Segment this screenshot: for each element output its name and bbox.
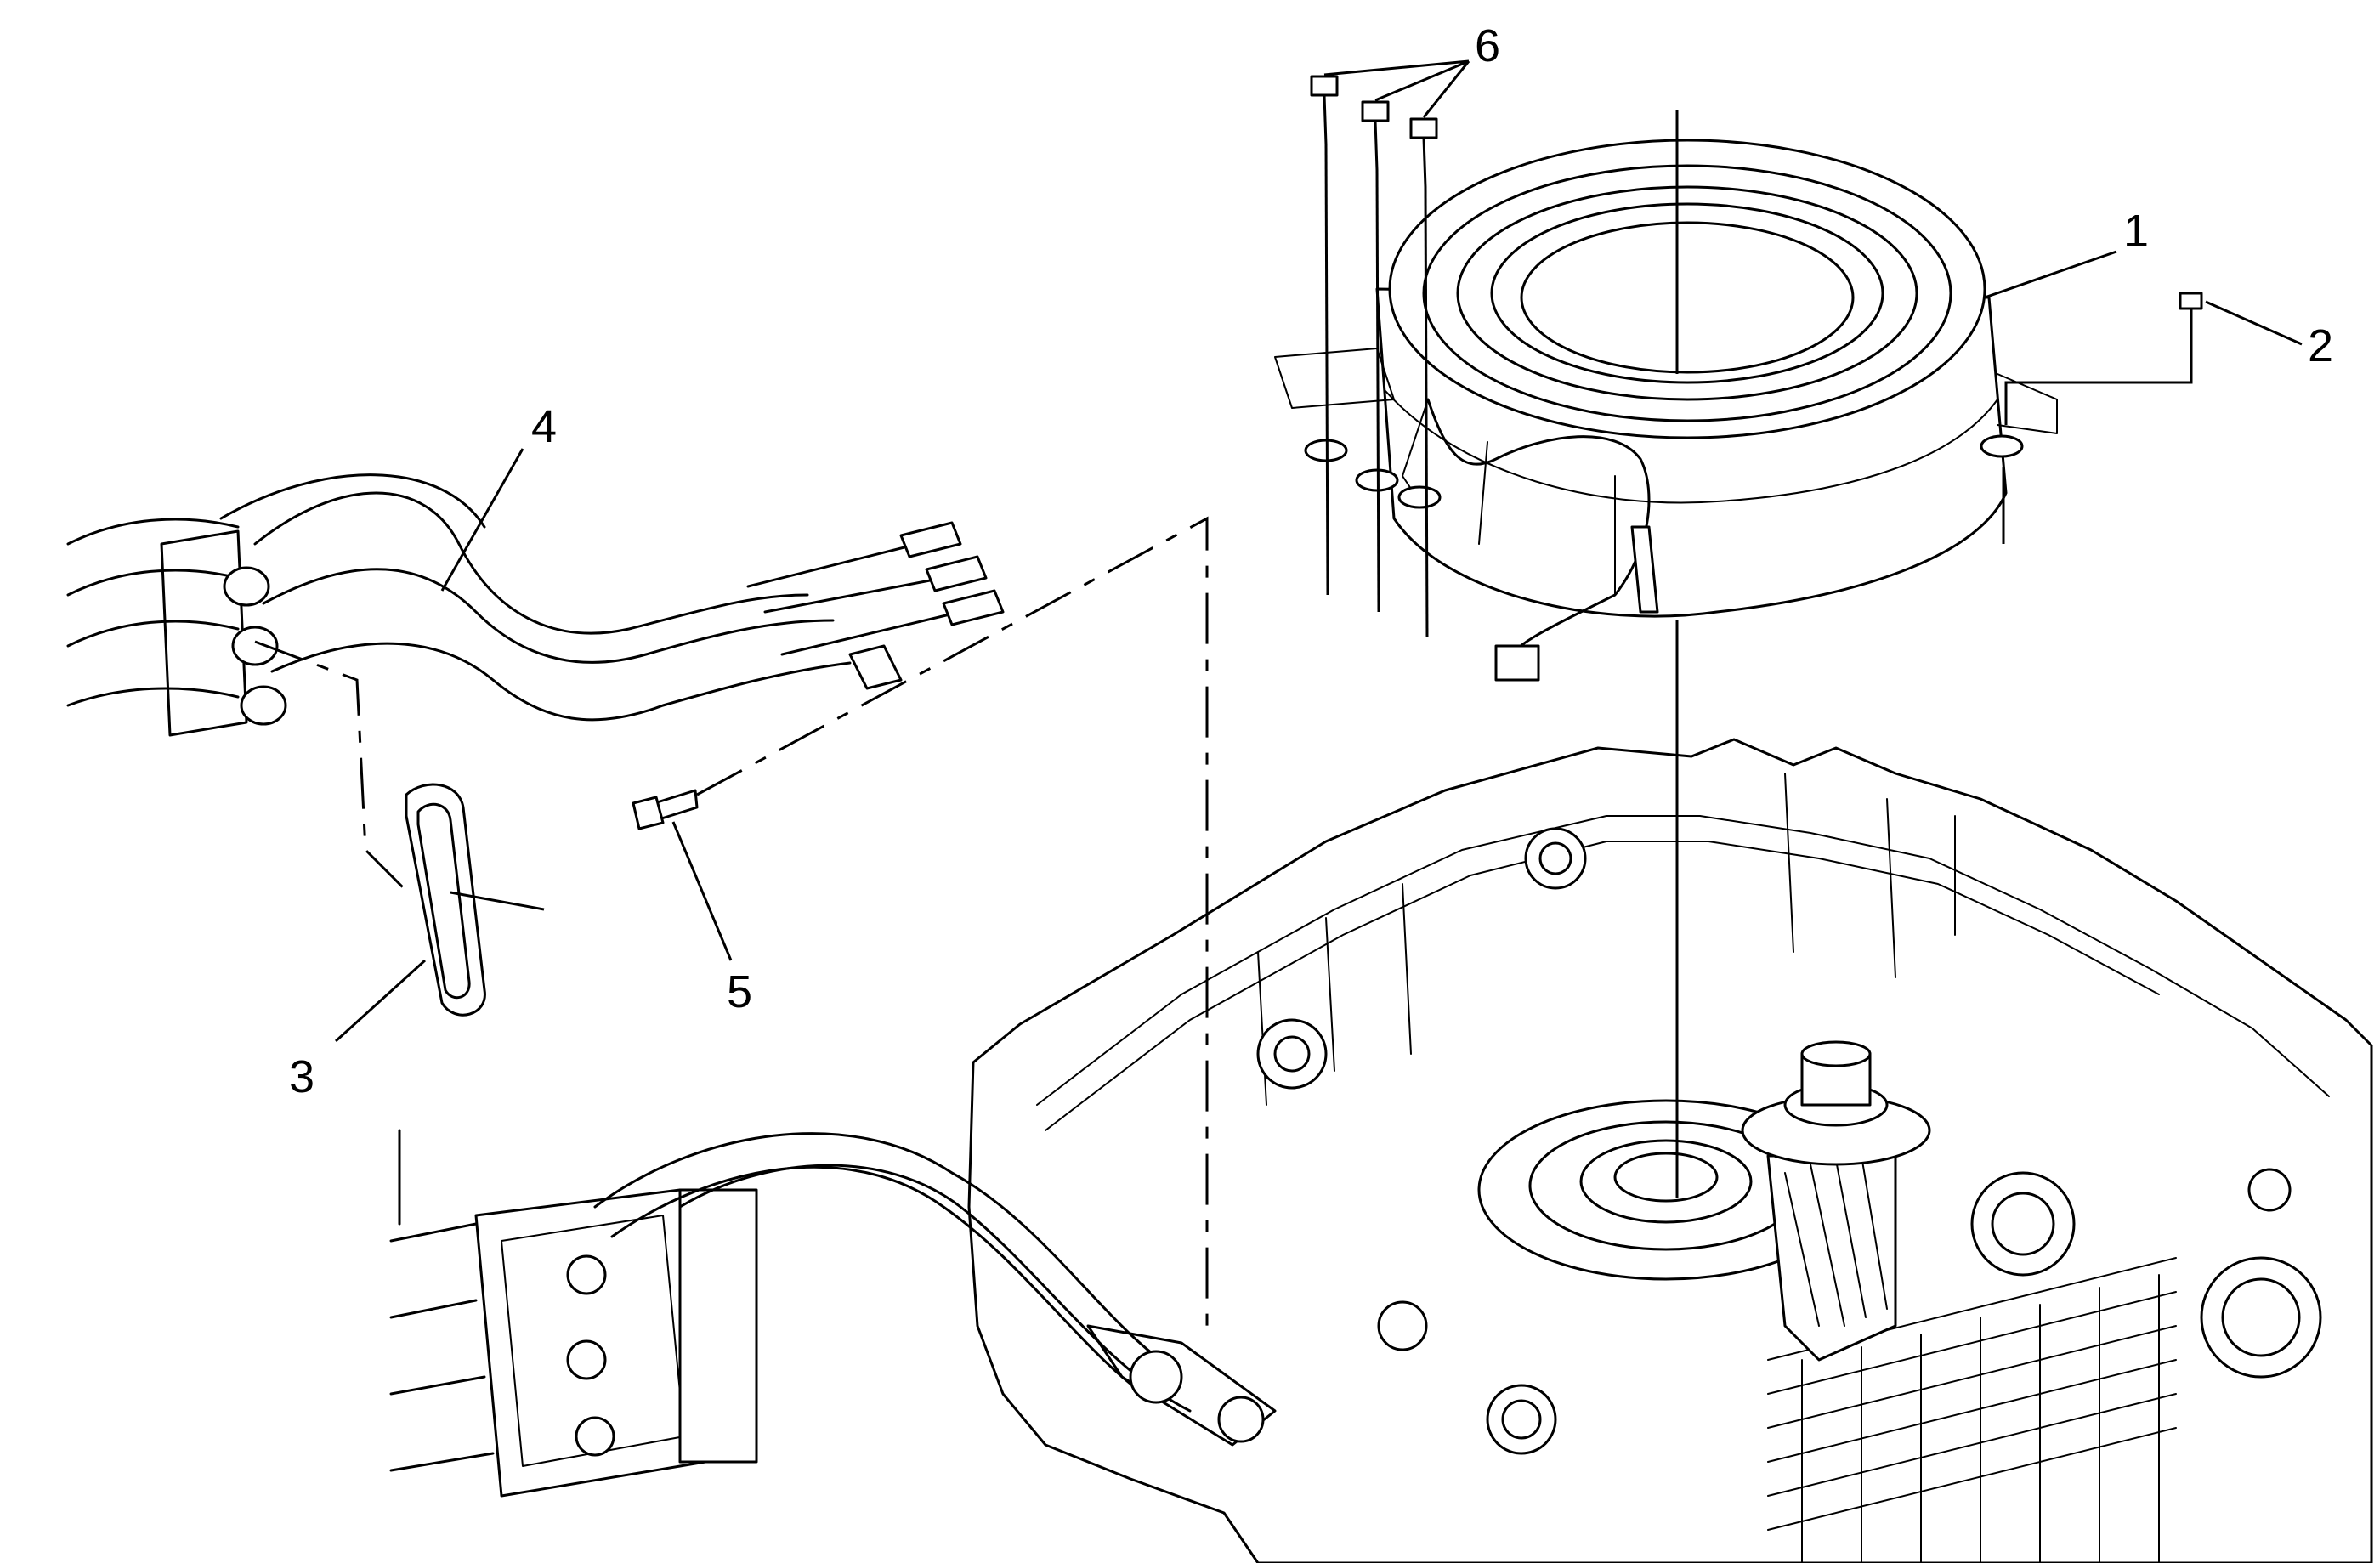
callout-5: 5 [727, 966, 752, 1017]
callout-leaders [334, 59, 2303, 1043]
stator-bolts [1310, 75, 1438, 189]
harness-bolt [632, 789, 699, 830]
callout-6: 6 [1475, 20, 1500, 71]
callout-4: 4 [531, 401, 557, 452]
callout-2: 2 [2308, 320, 2333, 371]
case-ribs [1767, 1257, 2177, 1563]
callout-labels: 1 2 3 4 5 6 [289, 20, 2333, 1102]
seal [405, 783, 486, 1017]
stator-assembly [1274, 139, 2058, 682]
mounted-cable-harness [389, 1129, 1277, 1498]
cable-harness-assembly [66, 473, 1005, 737]
transmission-case [967, 738, 2373, 1563]
callout-1: 1 [2123, 206, 2149, 257]
callout-3: 3 [289, 1051, 314, 1102]
installation-lines [254, 110, 2193, 1326]
stator-side-bolt [2179, 292, 2203, 342]
